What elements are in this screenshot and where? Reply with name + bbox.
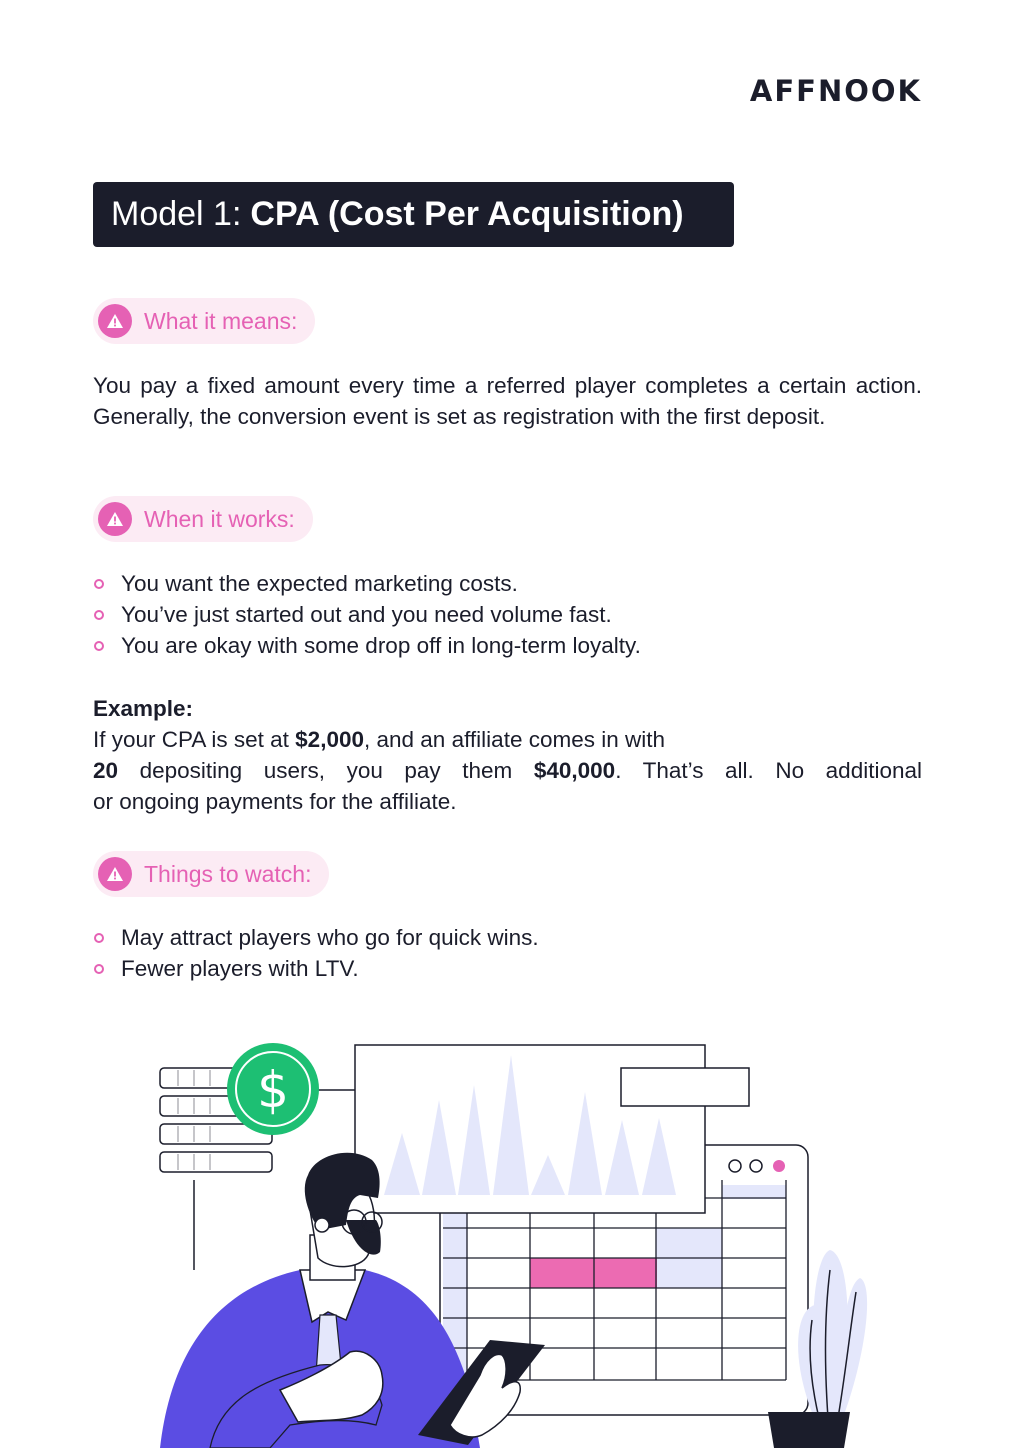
section-label-when: When it works: — [93, 496, 313, 542]
example-heading: Example: — [93, 696, 194, 721]
section-label-what: What it means: — [93, 298, 316, 344]
plant-icon — [768, 1250, 868, 1448]
title-bold: CPA (Cost Per Acquisition) — [250, 195, 684, 233]
example-text: If your CPA is set at $2,000, and an aff… — [93, 724, 922, 817]
what-it-means-text: You pay a fixed amount every time a refe… — [93, 373, 922, 429]
warning-icon — [98, 304, 132, 338]
when-it-works-list: You want the expected marketing costs. Y… — [93, 568, 641, 661]
chart-window — [354, 1044, 750, 1214]
example-line-3: or ongoing payments for the affiliate. — [93, 789, 457, 814]
section-label-text: What it means: — [144, 307, 298, 334]
example-text-part: If your CPA is set at — [93, 727, 296, 752]
cpa-amount: $2,000 — [295, 727, 364, 752]
list-item: May attract players who go for quick win… — [93, 922, 539, 953]
section-label-text: When it works: — [144, 505, 295, 532]
section-label-text: Things to watch: — [144, 860, 312, 887]
dollar-coin-icon: $ — [227, 1043, 319, 1135]
title-prefix: Model 1: — [111, 195, 242, 233]
example-line-2: 20 depositing users, you pay them $40,00… — [93, 755, 922, 786]
total-amount: $40,000 — [533, 758, 616, 783]
affnook-logo: AFFNOOK — [749, 74, 922, 108]
coin-symbol: $ — [257, 1061, 289, 1119]
example-text-part: . That’s all. No additional — [615, 758, 922, 783]
example-text-part: depositing users, you pay them — [118, 758, 534, 783]
warning-icon — [98, 857, 132, 891]
businessman-dashboard-illustration: $ — [159, 1043, 868, 1448]
list-item: You are okay with some drop off in long-… — [93, 630, 641, 661]
example-line-1: If your CPA is set at $2,000, and an aff… — [93, 724, 922, 755]
section-label-watch: Things to watch: — [93, 851, 330, 897]
list-item: Fewer players with LTV. — [93, 953, 539, 984]
user-count: 20 — [93, 758, 119, 783]
businessman-figure — [160, 1152, 545, 1448]
warning-icon — [98, 502, 132, 536]
page-title: Model 1: CPA (Cost Per Acquisition) — [93, 182, 734, 247]
things-to-watch-list: May attract players who go for quick win… — [93, 922, 539, 984]
list-item: You’ve just started out and you need vol… — [93, 599, 641, 630]
list-item: You want the expected marketing costs. — [93, 568, 641, 599]
example-text-part: , and an affiliate comes in with — [364, 727, 666, 752]
